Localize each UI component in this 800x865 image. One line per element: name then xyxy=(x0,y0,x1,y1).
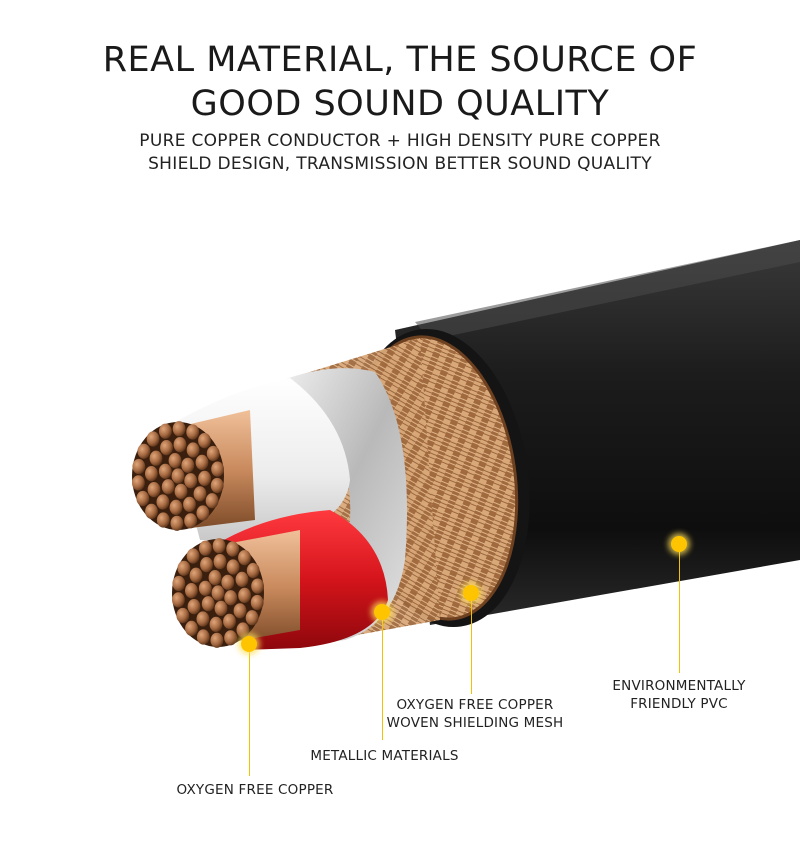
leader-line-pvc xyxy=(679,545,680,673)
red-conductor-copper-strand xyxy=(224,630,238,646)
red-conductor-copper-strand xyxy=(226,559,240,575)
red-conductor-copper-strand xyxy=(211,585,225,601)
callout-mesh-line-1: OXYGEN FREE COPPER xyxy=(396,697,554,713)
red-conductor-copper-strand xyxy=(198,580,212,596)
white-conductor-copper-strand xyxy=(158,463,172,479)
white-conductor-copper-strand xyxy=(159,423,172,439)
red-conductor-copper-strand xyxy=(238,550,251,566)
red-conductor-copper-strand xyxy=(214,600,228,617)
white-conductor xyxy=(132,378,350,540)
cable-cross-section-illustration xyxy=(132,240,800,650)
white-conductor-copper-strand xyxy=(186,442,200,458)
subheadline-line-1: PURE COPPER CONDUCTOR + HIGH DENSITY PUR… xyxy=(139,131,661,151)
white-conductor-copper-strand xyxy=(210,477,224,494)
red-conductor-copper-strand xyxy=(209,616,223,633)
headline-line-1: REAL MATERIAL, THE SOURCE OF xyxy=(102,40,698,80)
red-conductor-copper-strand xyxy=(226,541,240,557)
white-conductor-copper-strand xyxy=(145,503,158,519)
marker-dot-metallic xyxy=(374,604,390,620)
red-conductor-copper-strand xyxy=(212,538,226,554)
white-conductor-copper-strand xyxy=(161,479,175,495)
white-conductor-copper-strand xyxy=(168,453,182,469)
red-conductor-copper-strand xyxy=(236,622,250,638)
white-conductor-copper-strand xyxy=(132,458,146,475)
white-conductor-copper-strand xyxy=(206,445,220,462)
callout-copper: OXYGEN FREE COPPER xyxy=(176,782,334,798)
red-conductor-copper-strand xyxy=(196,611,210,627)
red-conductor-copper-strand xyxy=(213,554,227,570)
white-conductor-copper-strand xyxy=(136,490,150,507)
red-conductor-copper-strand xyxy=(196,629,210,645)
white-conductor-copper-strand xyxy=(184,513,198,529)
white-conductor-copper-strand xyxy=(174,483,188,499)
white-conductor-copper-strand xyxy=(149,450,163,466)
white-conductor-copper-strand xyxy=(184,473,198,489)
white-conductor-copper-strand xyxy=(198,470,212,486)
red-conductor-copper-strand xyxy=(251,578,264,594)
white-conductor-copper-strand xyxy=(181,457,195,473)
leader-line-metallic xyxy=(382,614,383,740)
callout-pvc-line-1: ENVIRONMENTALLY xyxy=(612,678,746,694)
white-conductor-copper-strand xyxy=(171,468,185,484)
white-conductor-copper-strand xyxy=(186,424,200,440)
red-conductor-copper-strand xyxy=(208,570,222,586)
red-conductor-copper-strand xyxy=(221,574,235,590)
marker-dot-copper xyxy=(241,636,257,652)
red-conductor-copper-strand xyxy=(172,575,186,592)
red-conductor-copper-strand xyxy=(245,610,259,626)
red-conductor-copper-strand xyxy=(176,607,190,624)
white-conductor-copper-strand xyxy=(183,496,196,512)
red-conductor-copper-strand xyxy=(185,583,198,599)
marker-dot-mesh xyxy=(463,585,479,601)
white-conductor-copper-strand xyxy=(156,494,170,510)
white-conductor-copper-strand xyxy=(173,437,187,453)
red-conductor-copper-strand xyxy=(187,599,201,615)
red-conductor-copper-strand xyxy=(177,560,191,576)
leader-line-mesh xyxy=(471,594,472,694)
white-conductor-copper-strand xyxy=(172,421,186,437)
white-conductor-copper-strand xyxy=(193,486,207,502)
callout-pvc: ENVIRONMENTALLY FRIENDLY PVC xyxy=(600,677,758,713)
white-conductor-copper-strand xyxy=(205,493,219,509)
white-conductor-copper-strand xyxy=(169,499,183,515)
callout-mesh: OXYGEN FREE COPPER WOVEN SHIELDING MESH xyxy=(385,696,565,732)
red-conductor-copper-strand xyxy=(223,613,236,630)
red-conductor-copper-strand xyxy=(210,632,224,648)
red-conductor-copper-strand xyxy=(172,592,185,608)
white-conductor-copper-strand xyxy=(156,512,170,528)
white-conductor-copper-strand xyxy=(196,505,210,521)
red-conductor-copper-strand xyxy=(201,596,215,612)
red-conductor xyxy=(172,510,388,650)
red-conductor-copper-strand xyxy=(200,557,213,573)
headline-line-2: GOOD SOUND QUALITY xyxy=(190,84,610,124)
red-conductor-copper-strand xyxy=(199,540,212,556)
subheadline-line-2: SHIELD DESIGN, TRANSMISSION BETTER SOUND… xyxy=(148,154,652,174)
red-conductor-copper-strand xyxy=(189,567,203,583)
white-conductor-copper-strand xyxy=(137,443,151,459)
white-conductor-copper-strand xyxy=(211,461,225,477)
red-conductor-copper-strand xyxy=(246,562,260,579)
leader-line-copper xyxy=(249,648,250,776)
red-conductor-copper-strand xyxy=(235,571,249,588)
white-conductor-copper-strand xyxy=(146,431,160,447)
white-conductor-copper-strand xyxy=(195,454,209,470)
marker-dot-pvc xyxy=(671,536,687,552)
white-conductor-copper-strand xyxy=(132,475,145,491)
red-conductor-copper-strand xyxy=(185,620,198,637)
white-conductor-copper-strand xyxy=(160,440,173,456)
white-conductor-copper-strand xyxy=(145,466,158,482)
red-conductor-copper-strand xyxy=(233,603,247,619)
white-conductor-copper-strand xyxy=(170,515,184,531)
callout-metallic: METALLIC MATERIALS xyxy=(310,748,459,764)
red-conductor-copper-strand xyxy=(250,594,264,611)
red-conductor-copper-strand xyxy=(224,590,238,606)
red-conductor-copper-strand xyxy=(186,548,200,564)
callout-pvc-line-2: FRIENDLY PVC xyxy=(630,696,728,712)
callout-mesh-line-2: WOVEN SHIELDING MESH xyxy=(386,715,564,731)
red-conductor-copper-strand xyxy=(238,587,252,604)
white-conductor-copper-strand xyxy=(147,482,161,498)
white-conductor-copper-strand xyxy=(198,433,211,449)
